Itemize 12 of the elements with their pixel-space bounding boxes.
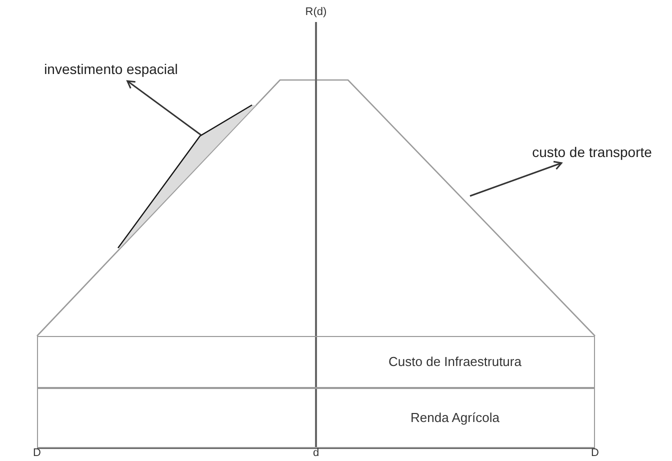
- band-label: Custo de Infraestrutura: [388, 353, 522, 372]
- axis-label: D: [591, 447, 599, 460]
- axis-label: R(d): [305, 6, 327, 19]
- band: [37, 388, 595, 448]
- axis-label: d: [312, 447, 320, 460]
- curve-label: investimento espacial: [20, 57, 202, 81]
- band: [37, 336, 595, 388]
- curve-label: custo de transporte: [514, 141, 670, 163]
- arrow: [126, 80, 202, 136]
- band-label: Renda Agrícola: [410, 409, 500, 428]
- axis-label: D: [33, 447, 41, 460]
- arrow: [470, 160, 562, 197]
